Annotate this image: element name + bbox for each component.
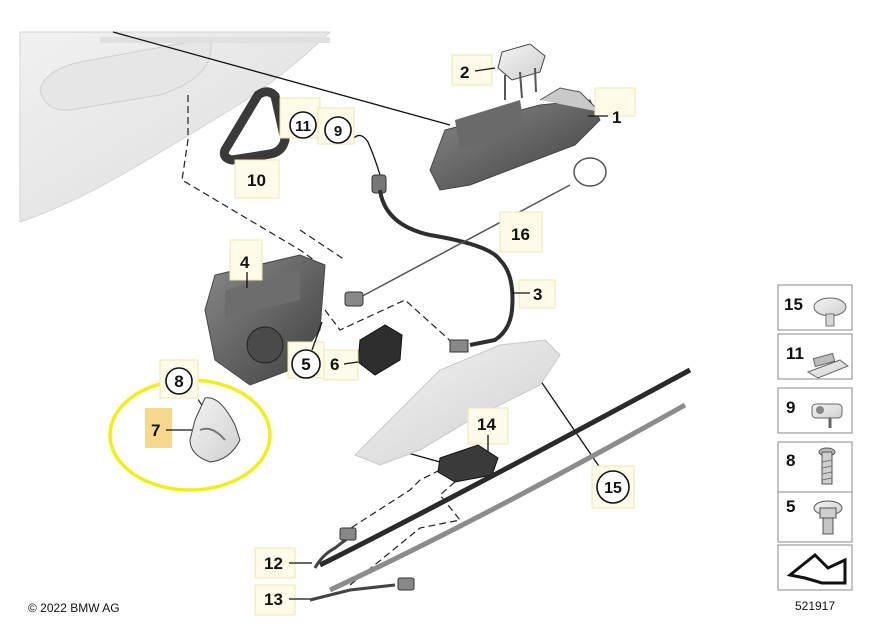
callout-13[interactable]: 13 bbox=[264, 590, 310, 609]
actuator-part-6 bbox=[357, 324, 403, 376]
callout-15[interactable]: 15 bbox=[596, 470, 630, 504]
callout-label-11: 11 bbox=[295, 118, 311, 135]
frame-part-10 bbox=[219, 87, 290, 165]
legend-label-8: 8 bbox=[786, 451, 795, 470]
callout-label-6: 6 bbox=[330, 355, 339, 374]
cable-end-part-13 bbox=[309, 577, 415, 602]
legend-label-15: 15 bbox=[784, 295, 803, 314]
callout-4[interactable]: 4 bbox=[240, 253, 250, 288]
callout-8[interactable]: 8 bbox=[165, 367, 193, 395]
callout-label-10: 10 bbox=[247, 171, 266, 190]
callout-label-3: 3 bbox=[533, 285, 542, 304]
rod-part-15 bbox=[318, 367, 692, 593]
legend-label-9: 9 bbox=[786, 398, 795, 417]
highlight-box-7 bbox=[145, 408, 172, 448]
callout-label-5: 5 bbox=[301, 355, 310, 374]
trunk-lid-panel bbox=[19, 31, 332, 223]
connector-part-9 bbox=[351, 134, 387, 194]
callout-label-12: 12 bbox=[264, 554, 283, 573]
handle-part-1 bbox=[429, 87, 601, 191]
cable-end-part-12 bbox=[313, 527, 357, 569]
screw-icon bbox=[818, 447, 836, 485]
callout-2[interactable]: 2 bbox=[460, 63, 496, 82]
nut-clip-icon bbox=[806, 352, 850, 379]
callout-label-1: 1 bbox=[612, 108, 621, 127]
callout-14[interactable]: 14 bbox=[477, 415, 496, 452]
callout-label-9: 9 bbox=[334, 123, 342, 140]
legend-label-5: 5 bbox=[786, 497, 795, 516]
callout-label-8: 8 bbox=[174, 372, 183, 391]
callout-7[interactable]: 7 bbox=[151, 421, 192, 440]
cable-part-3 bbox=[378, 189, 515, 353]
callout-10[interactable]: 10 bbox=[247, 171, 266, 190]
bracket-part-2 bbox=[497, 43, 546, 100]
legend-label-11: 11 bbox=[786, 344, 804, 363]
diagram-number: 521917 bbox=[795, 599, 835, 613]
callout-label-16: 16 bbox=[511, 225, 530, 244]
cable-part-16 bbox=[344, 157, 607, 307]
callout-5[interactable]: 5 bbox=[291, 321, 323, 379]
spacer-nut-icon bbox=[811, 403, 843, 428]
callout-label-13: 13 bbox=[264, 590, 283, 609]
callout-6[interactable]: 6 bbox=[330, 355, 359, 374]
callout-label-14: 14 bbox=[477, 415, 496, 434]
arrow-symbol-icon bbox=[786, 552, 847, 585]
callout-16[interactable]: 16 bbox=[511, 225, 530, 244]
callout-3[interactable]: 3 bbox=[512, 285, 542, 304]
callout-1[interactable]: 1 bbox=[588, 108, 621, 127]
callout-label-7: 7 bbox=[151, 421, 160, 440]
callout-11[interactable]: 11 bbox=[289, 111, 317, 139]
push-clip-icon bbox=[813, 297, 847, 327]
copyright-text: © 2022 BMW AG bbox=[28, 601, 120, 615]
legend-panel: 15 11 9 8 5 bbox=[777, 284, 853, 613]
callout-label-15: 15 bbox=[604, 480, 622, 497]
rear-trim-part bbox=[354, 339, 561, 466]
flange-bolt-icon bbox=[813, 500, 843, 535]
bracket-part-7 bbox=[189, 397, 241, 463]
callout-12[interactable]: 12 bbox=[264, 554, 312, 573]
assembly-lines bbox=[112, 31, 606, 586]
callout-label-2: 2 bbox=[460, 63, 469, 82]
callout-9[interactable]: 9 bbox=[324, 116, 352, 144]
callout-label-4: 4 bbox=[240, 253, 250, 272]
